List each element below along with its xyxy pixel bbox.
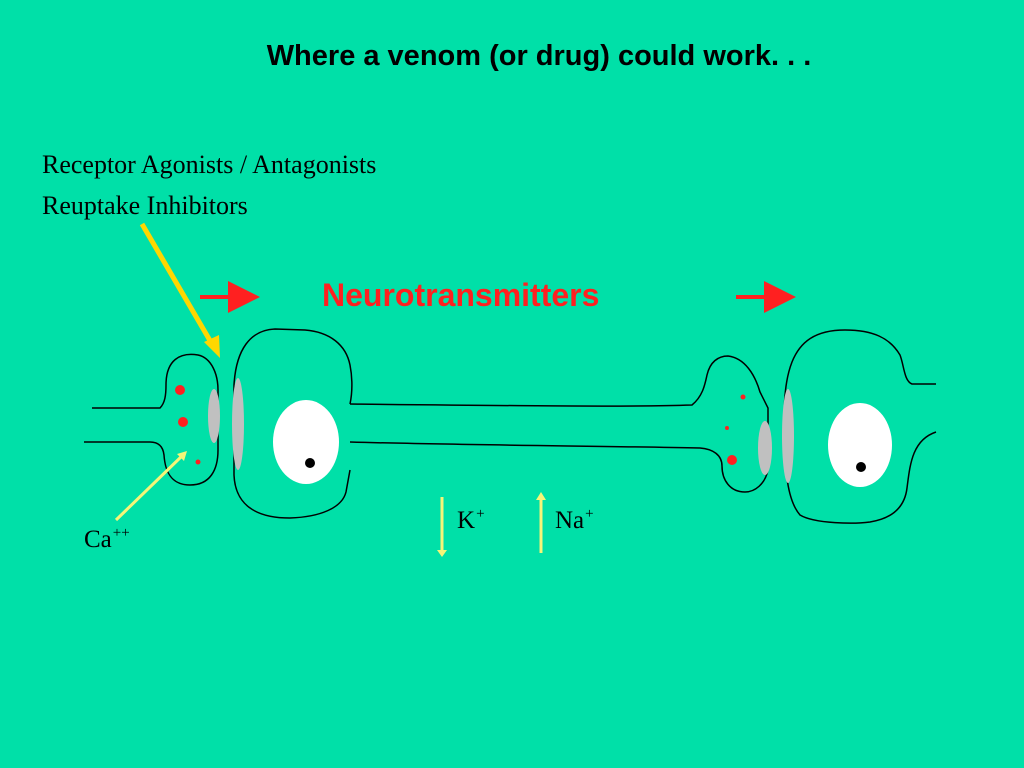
calcium-charge: ++ bbox=[112, 525, 130, 541]
vesicle-dot bbox=[175, 385, 185, 395]
drug-target-labels: Receptor Agonists / Antagonists Reuptake… bbox=[42, 144, 376, 226]
sodium-label: Na+ bbox=[555, 506, 594, 535]
vesicle-dot bbox=[178, 417, 188, 427]
neurotransmitters-label: Neurotransmitters bbox=[322, 277, 600, 313]
receptor-right-pre bbox=[758, 421, 772, 475]
axon-outline bbox=[349, 355, 769, 493]
neuron-body-1-outline bbox=[233, 328, 353, 519]
receptor-agonists-label: Receptor Agonists / Antagonists bbox=[42, 150, 377, 179]
receptor-right-post bbox=[782, 389, 794, 483]
calcium-label: Ca++ bbox=[84, 525, 130, 554]
left-axon-outline bbox=[84, 353, 219, 486]
potassium-label: K+ bbox=[457, 506, 485, 535]
nucleus-1 bbox=[273, 400, 339, 484]
potassium-symbol: K bbox=[457, 507, 476, 534]
vesicle-dot bbox=[740, 394, 746, 400]
sodium-charge: + bbox=[585, 506, 594, 522]
reuptake-inhibitors-label: Reuptake Inhibitors bbox=[42, 191, 248, 220]
vesicle-dot bbox=[195, 459, 201, 465]
receptor-left-post bbox=[232, 378, 244, 470]
nucleus-2 bbox=[828, 403, 892, 487]
nucleolus-2 bbox=[856, 462, 866, 472]
calcium-arrowhead bbox=[177, 451, 187, 461]
potassium-charge: + bbox=[476, 506, 485, 522]
sodium-symbol: Na bbox=[555, 507, 585, 534]
receptor-left-pre bbox=[208, 389, 220, 443]
calcium-arrow bbox=[114, 453, 185, 522]
synapse-pointer-arrowhead bbox=[204, 335, 220, 358]
sodium-arrowhead bbox=[536, 492, 546, 500]
potassium-arrowhead bbox=[437, 550, 447, 557]
calcium-symbol: Ca bbox=[84, 526, 112, 553]
synapse-pointer-arrow bbox=[139, 222, 215, 346]
nucleolus-1 bbox=[305, 458, 315, 468]
vesicle-dot bbox=[727, 455, 737, 465]
slide-title: Where a venom (or drug) could work. . . bbox=[266, 40, 812, 72]
vesicle-dot bbox=[725, 426, 729, 430]
